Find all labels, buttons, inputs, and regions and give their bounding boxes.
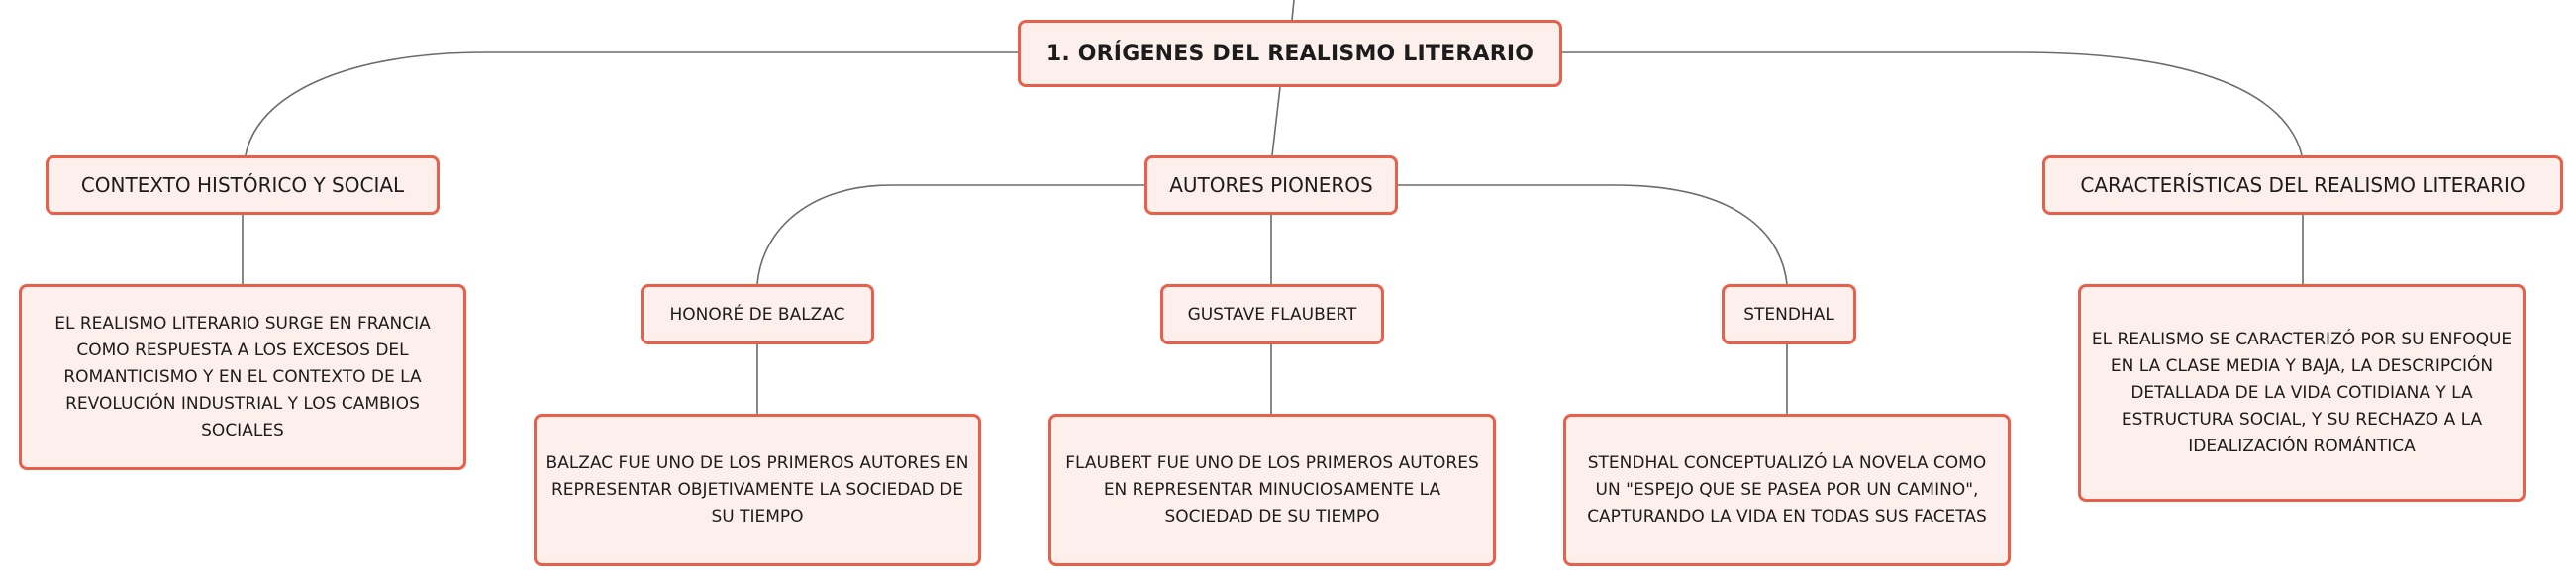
context-detail-text: EL REALISMO LITERARIO SURGE EN FRANCIA C… <box>54 313 431 440</box>
connector-parent-to-root <box>1291 0 1295 21</box>
context-label: CONTEXTO HISTÓRICO Y SOCIAL <box>80 173 405 197</box>
connector-authors-to-stendhal <box>1398 184 1788 285</box>
connector-root-to-authors <box>1271 86 1281 156</box>
context-detail-node[interactable]: EL REALISMO LITERARIO SURGE EN FRANCIA C… <box>19 284 466 470</box>
context-node[interactable]: CONTEXTO HISTÓRICO Y SOCIAL <box>46 155 440 215</box>
authors-node[interactable]: AUTORES PIONEROS <box>1144 155 1398 215</box>
flaubert-node[interactable]: GUSTAVE FLAUBERT <box>1160 284 1384 344</box>
characteristics-detail-text: EL REALISMO SE CARACTERIZÓ POR SU ENFOQU… <box>2091 329 2513 456</box>
flaubert-label: GUSTAVE FLAUBERT <box>1187 304 1357 325</box>
authors-label: AUTORES PIONEROS <box>1169 173 1373 197</box>
balzac-detail-text: BALZAC FUE UNO DE LOS PRIMEROS AUTORES E… <box>545 452 969 527</box>
connector-authors-to-balzac <box>756 184 1144 285</box>
balzac-detail-node[interactable]: BALZAC FUE UNO DE LOS PRIMEROS AUTORES E… <box>534 414 981 566</box>
root-node[interactable]: 1. ORÍGENES DEL REALISMO LITERARIO <box>1018 20 1562 87</box>
stendhal-detail-text: STENDHAL CONCEPTUALIZÓ LA NOVELA COMO UN… <box>1587 452 1987 527</box>
stendhal-label: STENDHAL <box>1743 304 1834 325</box>
flaubert-detail-node[interactable]: FLAUBERT FUE UNO DE LOS PRIMEROS AUTORES… <box>1048 414 1496 566</box>
stendhal-node[interactable]: STENDHAL <box>1722 284 1856 344</box>
characteristics-label: CARACTERÍSTICAS DEL REALISMO LITERARIO <box>2080 173 2526 197</box>
stendhal-detail-node[interactable]: STENDHAL CONCEPTUALIZÓ LA NOVELA COMO UN… <box>1563 414 2011 566</box>
balzac-node[interactable]: HONORÉ DE BALZAC <box>641 284 874 344</box>
flaubert-detail-text: FLAUBERT FUE UNO DE LOS PRIMEROS AUTORES… <box>1065 452 1479 527</box>
root-label: 1. ORÍGENES DEL REALISMO LITERARIO <box>1045 41 1535 66</box>
characteristics-node[interactable]: CARACTERÍSTICAS DEL REALISMO LITERARIO <box>2042 155 2563 215</box>
balzac-label: HONORÉ DE BALZAC <box>669 304 845 325</box>
connector-root-to-characteristics <box>1562 51 2303 156</box>
characteristics-detail-node[interactable]: EL REALISMO SE CARACTERIZÓ POR SU ENFOQU… <box>2078 284 2526 502</box>
connector-root-to-context <box>245 51 1018 156</box>
